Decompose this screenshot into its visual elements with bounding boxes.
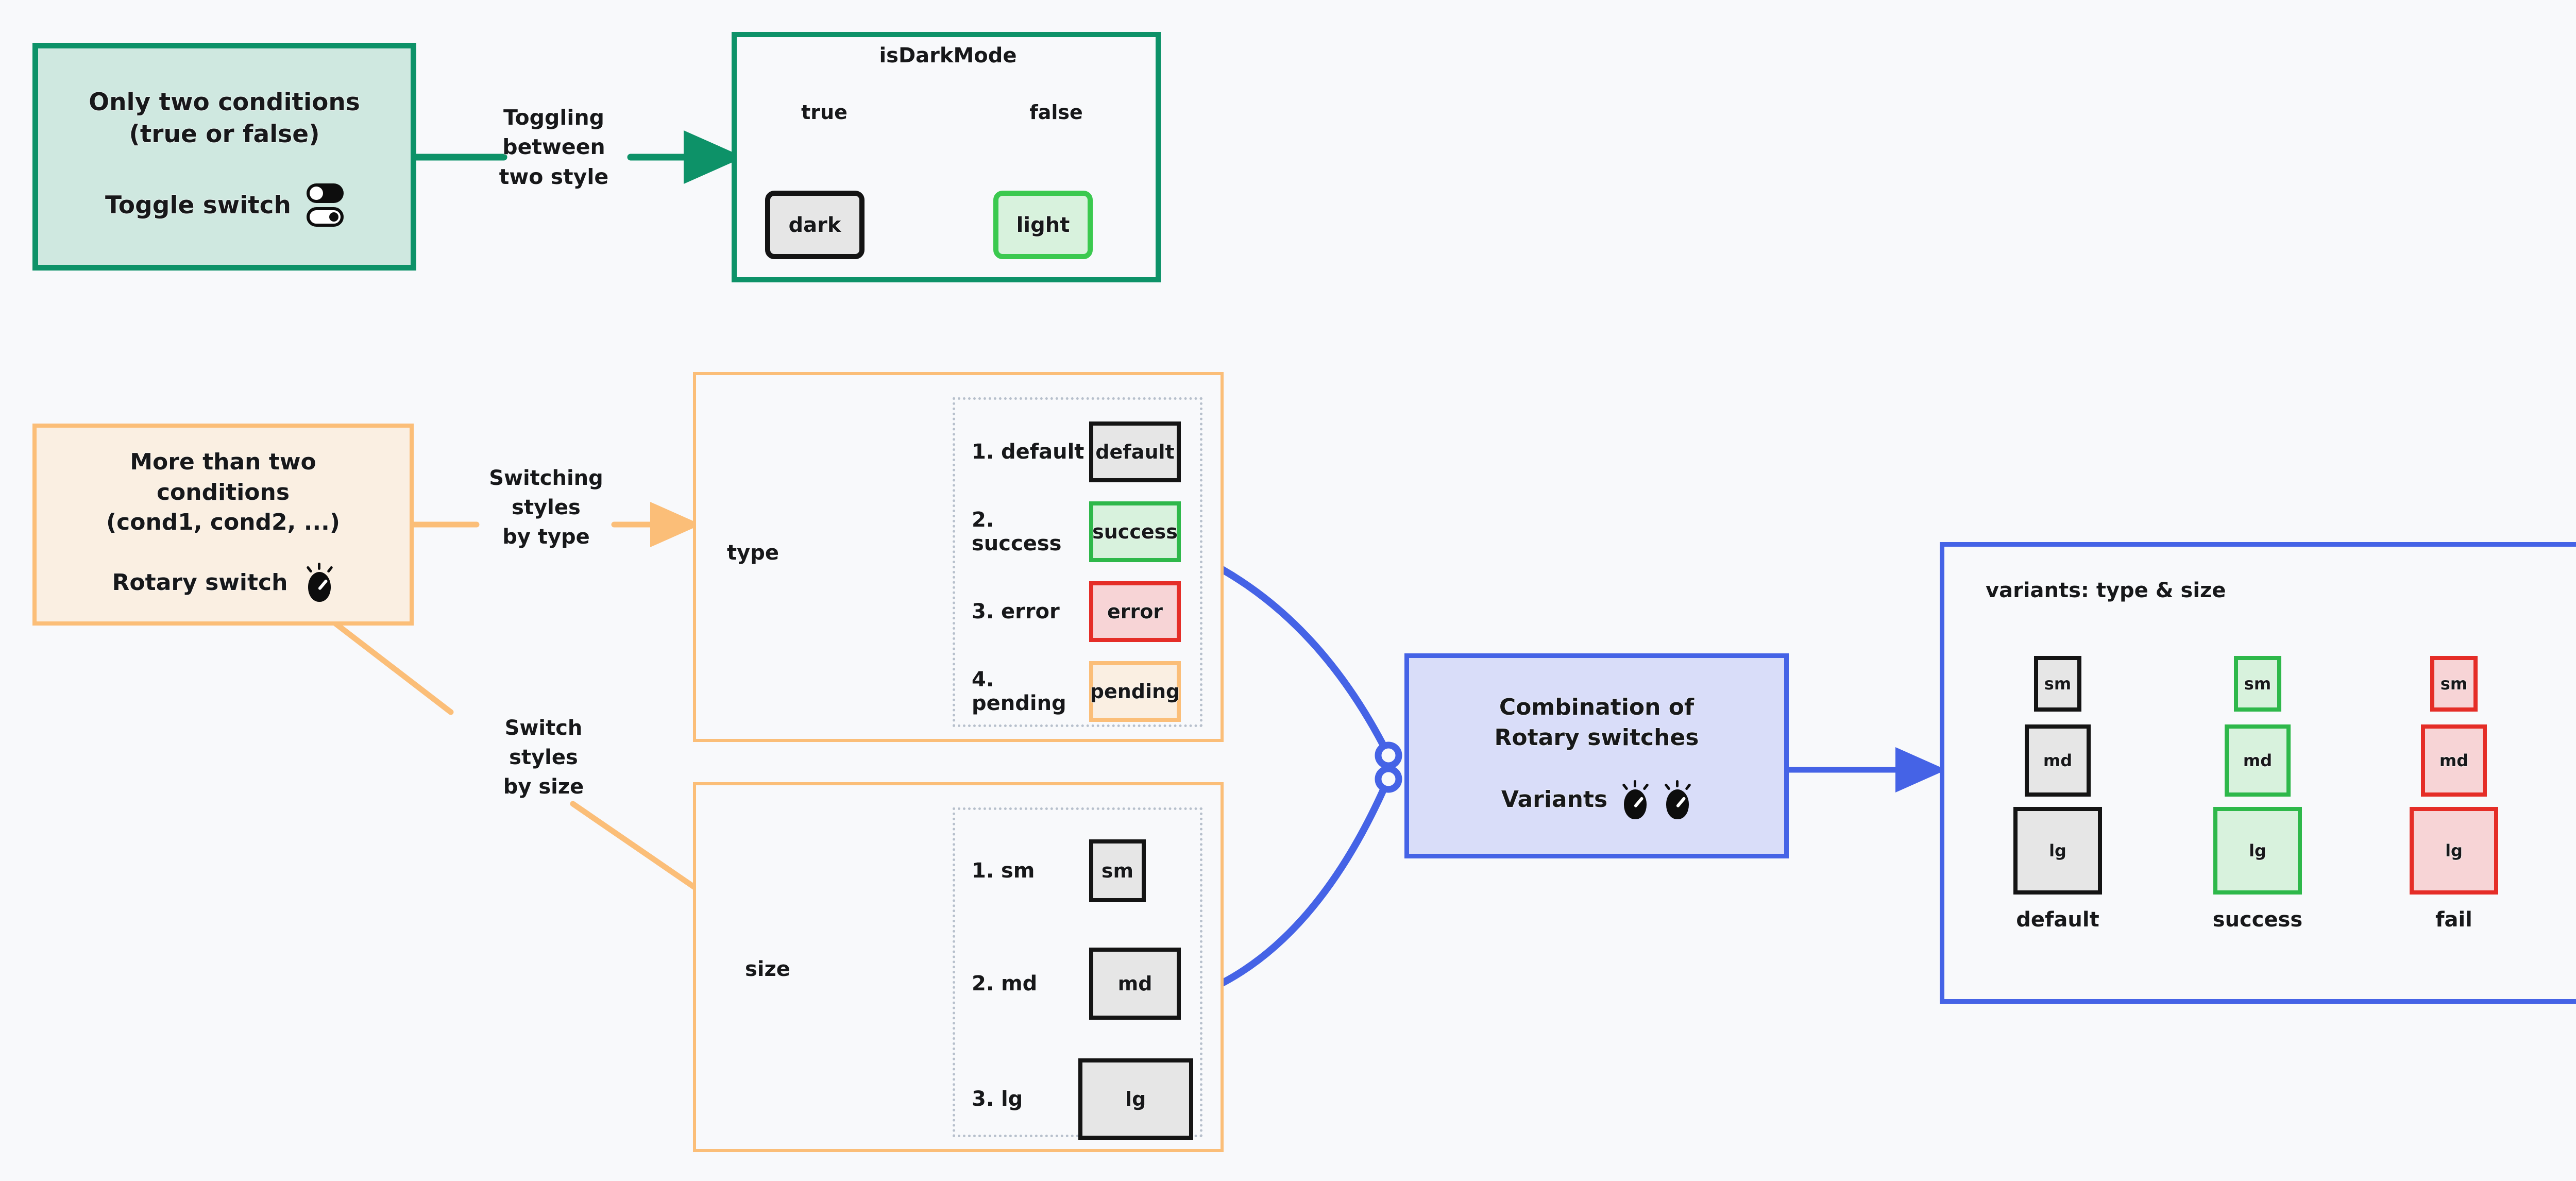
variant-cell-success-md: md [2225, 724, 2291, 797]
toggle-switch-icon-group [307, 183, 344, 227]
edge-endpoint-type [1375, 741, 1402, 769]
type-group-frame: type 1. default default 2. success succe… [693, 372, 1224, 742]
edge-label-toggling-line1: Toggling [503, 105, 605, 130]
type-option-row: 4. pending pending [972, 661, 1193, 722]
size-option-chip-lg: lg [1078, 1058, 1193, 1140]
rotary-concept-line3: (cond1, cond2, ...) [106, 509, 340, 536]
type-option-chip-default: default [1089, 421, 1181, 482]
variants-cell-wrap: md [2225, 712, 2291, 797]
type-option-row: 3. error error [972, 581, 1193, 642]
edge-label-toggling-line2: between [502, 134, 605, 160]
edge-label-type-line3: by type [502, 525, 590, 549]
variant-cell-success-sm: sm [2234, 656, 2281, 712]
isdarkmode-condition-label: isDarkMode [879, 44, 1017, 68]
variant-cell-default-lg: lg [2013, 807, 2102, 895]
variants-panel-title: variants: type & size [1986, 579, 2226, 602]
size-options-dotted-frame [953, 807, 1202, 1137]
edge-endpoint-size [1375, 765, 1402, 793]
variants-cell-wrap: lg [2410, 797, 2498, 895]
edge-label-switch-by-size: Switch styles by size [479, 714, 608, 801]
rotary-knob-icon [1663, 780, 1692, 819]
edge-label-size-line1: Switch [504, 716, 583, 740]
type-option-index: 4. pending [972, 668, 1066, 715]
type-group-label: type [727, 541, 779, 565]
size-option-chip-sm: sm [1089, 839, 1146, 902]
type-options-dotted-frame [953, 397, 1202, 727]
variants-column-pending: sm md lg pending [2565, 642, 2576, 932]
variants-cell-wrap: sm [2430, 642, 2478, 712]
variant-cell-success-lg: lg [2213, 807, 2302, 895]
size-option-index: 3. lg [972, 1087, 1023, 1111]
branch-label-false: false [1029, 101, 1083, 124]
variants-cell-wrap: lg [2213, 797, 2302, 895]
type-option-index: 3. error [972, 600, 1060, 623]
toggle-concept-line2: (true or false) [129, 120, 320, 148]
edge-size-to-combo [1218, 781, 1389, 987]
variants-column-success: sm md lg success [2173, 642, 2343, 932]
size-group-frame: size 1. sm sm 2. md md 3. lg lg [693, 782, 1224, 1152]
variants-column-caption: success [2212, 908, 2303, 932]
type-option-chip-error: error [1089, 581, 1181, 642]
edge-type-to-combo [1218, 566, 1389, 754]
rotary-concept-line2: conditions [156, 479, 290, 505]
size-option-row: 3. lg lg [972, 1058, 1193, 1140]
variants-column-fail: sm md lg fail [2369, 642, 2539, 932]
variants-cell-wrap: sm [2234, 642, 2281, 712]
rotary-knob-icon [305, 563, 334, 602]
result-chip-light: light [993, 191, 1093, 259]
variants-cell-wrap: md [2421, 712, 2487, 797]
variants-cell-wrap: lg [2013, 797, 2102, 895]
size-option-row: 2. md md [972, 948, 1193, 1020]
variants-column-default: sm md lg default [1973, 642, 2143, 932]
edge-label-size-line2: styles [509, 745, 578, 769]
size-option-index: 1. sm [972, 859, 1035, 883]
size-option-index: 2. md [972, 972, 1038, 996]
type-option-row: 2. success success [972, 501, 1193, 562]
variant-cell-fail-lg: lg [2410, 807, 2498, 895]
toggle-on-icon [307, 183, 344, 204]
variant-cell-default-md: md [2025, 724, 2091, 797]
type-option-index: 1. default [972, 440, 1084, 464]
toggle-switch-label: Toggle switch [105, 191, 292, 220]
combination-line1: Combination of [1499, 694, 1694, 721]
combination-variants-label: Variants [1501, 786, 1608, 813]
rotary-concept-line1: More than two [130, 448, 316, 475]
variants-cell-wrap: sm [2034, 642, 2081, 712]
type-option-row: 1. default default [972, 421, 1193, 482]
combination-variants-row: Variants [1501, 780, 1692, 819]
variant-cell-fail-sm: sm [2430, 656, 2478, 712]
toggle-off-icon [307, 207, 344, 227]
rotary-switch-label: Rotary switch [112, 569, 288, 596]
rotary-knob-icon [1621, 780, 1650, 819]
rotary-concept-box: More than two conditions (cond1, cond2, … [32, 424, 414, 626]
rotary-switch-row: Rotary switch [112, 563, 334, 602]
edge-label-toggling-line3: two style [499, 164, 609, 189]
combination-line2: Rotary switches [1494, 724, 1699, 751]
combination-box: Combination of Rotary switches Variants [1404, 653, 1789, 858]
variants-panel: variants: type & size sm md lg default s… [1940, 542, 2576, 1004]
toggle-concept-line1: Only two conditions [89, 88, 360, 116]
edge-label-type-line2: styles [512, 495, 581, 519]
edge-label-toggling: Toggling between two style [479, 103, 629, 192]
toggle-switch-row: Toggle switch [105, 183, 344, 227]
variants-column-caption: fail [2435, 908, 2472, 932]
size-option-chip-md: md [1089, 948, 1181, 1020]
variants-cell-wrap: md [2025, 712, 2091, 797]
edge-label-switching-by-type: Switching styles by type [477, 464, 616, 551]
toggle-concept-box: Only two conditions (true or false) Togg… [32, 43, 416, 271]
type-option-chip-success: success [1089, 501, 1181, 562]
size-option-row: 1. sm sm [972, 839, 1193, 902]
variant-cell-default-sm: sm [2034, 656, 2081, 712]
edge-label-type-line1: Switching [489, 466, 603, 490]
variant-cell-fail-md: md [2421, 724, 2487, 797]
type-option-index: 2. success [972, 508, 1062, 555]
branch-label-true: true [801, 101, 848, 124]
type-option-chip-pending: pending [1089, 661, 1181, 722]
size-group-label: size [745, 957, 790, 981]
result-chip-dark: dark [765, 191, 865, 259]
edge-label-size-line3: by size [503, 774, 584, 799]
variants-column-caption: default [2016, 908, 2099, 932]
